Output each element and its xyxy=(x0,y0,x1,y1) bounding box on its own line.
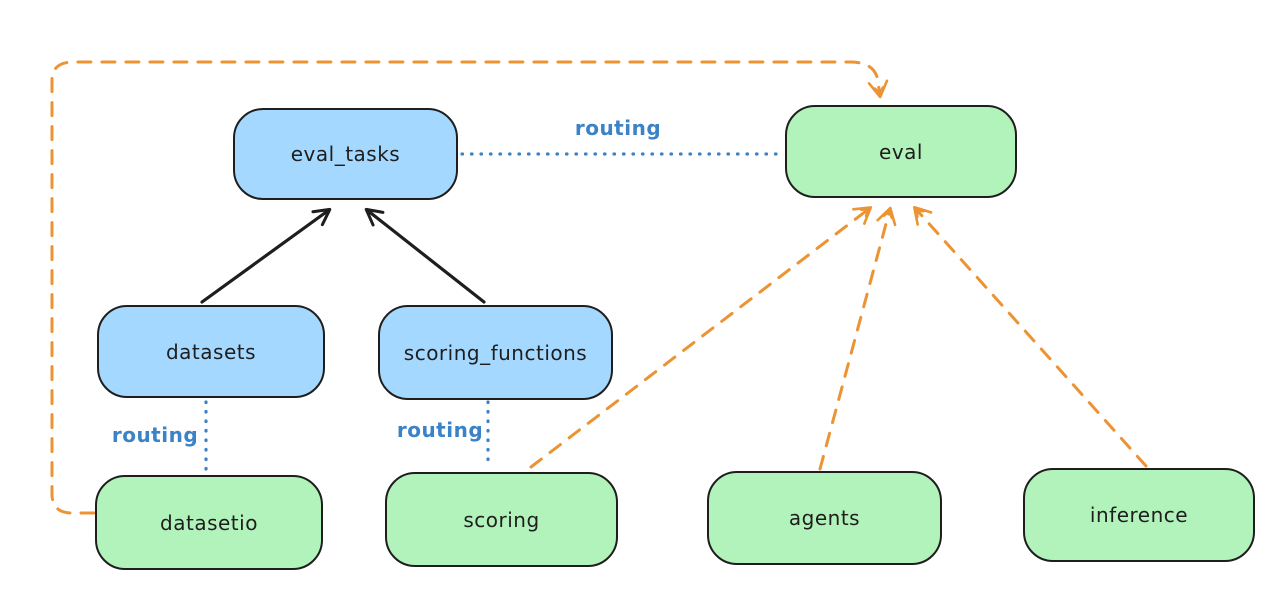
node-scoring-functions: scoring_functions xyxy=(378,305,613,400)
node-inference: inference xyxy=(1023,468,1255,562)
edge-label-routing-datasets-datasetio: routing xyxy=(111,423,199,447)
node-scoring-label: scoring xyxy=(463,507,540,532)
node-scoring: scoring xyxy=(385,472,618,567)
edge-label-routing-scoring-functions-scoring: routing xyxy=(396,418,484,442)
edge-datasetio-to-eval-loop xyxy=(50,60,889,515)
node-agents-label: agents xyxy=(788,506,861,530)
node-scoring-functions-label: scoring_functions xyxy=(403,340,588,365)
node-datasets: datasets xyxy=(97,305,325,398)
edge-scoring-functions-to-eval-tasks xyxy=(364,207,486,304)
node-eval-tasks-label: eval_tasks xyxy=(290,142,401,166)
node-eval: eval xyxy=(785,105,1017,198)
node-eval-tasks: eval_tasks xyxy=(233,108,458,200)
edge-datasets-to-eval-tasks xyxy=(200,207,332,304)
node-datasetio: datasetio xyxy=(95,475,323,570)
edge-label-routing-eval-tasks-eval: routing xyxy=(574,116,662,140)
edge-inference-to-eval xyxy=(913,205,1148,468)
node-eval-label: eval xyxy=(879,139,923,164)
edge-agents-to-eval xyxy=(818,206,897,471)
node-agents: agents xyxy=(707,471,942,565)
edge-scoring-to-eval xyxy=(529,206,873,469)
node-datasets-label: datasets xyxy=(165,339,257,364)
node-inference-label: inference xyxy=(1089,503,1189,527)
node-datasetio-label: datasetio xyxy=(160,510,258,535)
